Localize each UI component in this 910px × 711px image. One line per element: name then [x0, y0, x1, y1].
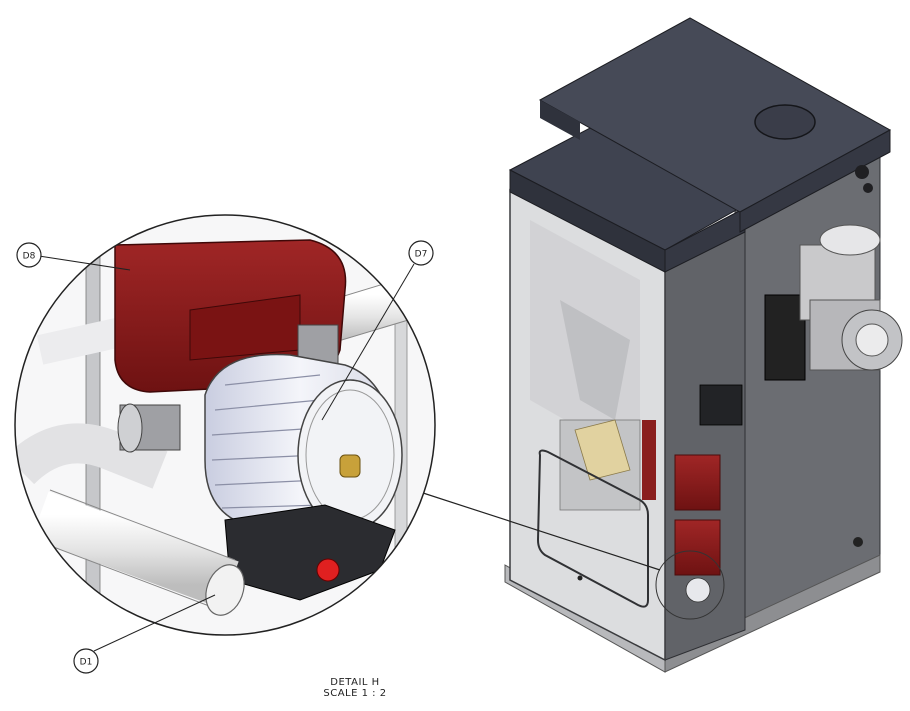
balloon-circle — [16, 242, 42, 268]
cabinet-base-side — [664, 554, 881, 673]
balloon-circle — [73, 648, 99, 674]
pump-fitting-left-end — [117, 403, 143, 453]
control-box — [699, 384, 743, 426]
fitting — [863, 183, 873, 193]
red-component-upper — [674, 454, 721, 511]
pump-brass-plug — [339, 454, 361, 478]
boiler-cabinet — [504, 17, 903, 673]
bolt — [853, 537, 863, 547]
callout-d7: D7 — [321, 240, 434, 421]
lower-pipe-outline — [34, 489, 236, 613]
lower-pipe — [31, 491, 239, 609]
flue-port — [754, 104, 816, 140]
cabinet-top-back-side — [739, 129, 891, 233]
burner-fan — [764, 224, 903, 381]
pump-ribs — [211, 374, 323, 509]
detail-caption-scale: SCALE 1 : 2 — [323, 688, 387, 699]
detail-view — [14, 214, 436, 636]
cabinet-top-front-right — [664, 207, 746, 273]
cabinet-top-back-front — [540, 100, 580, 140]
red-component-lower — [674, 519, 721, 576]
lower-pipe-end — [205, 564, 245, 616]
detail-circle-border — [14, 214, 436, 636]
small-pump — [685, 577, 711, 603]
detail-caption: DETAIL H SCALE 1 : 2 — [300, 678, 410, 700]
detail-source-circle — [655, 550, 725, 620]
callout-d1: D1 — [73, 594, 216, 674]
detail-leader-line — [419, 491, 661, 571]
detail-caption-title: DETAIL H — [330, 677, 380, 688]
inner-bracket — [574, 419, 631, 481]
ghost-pipe — [15, 423, 168, 489]
red-stripe — [642, 420, 656, 500]
inner-hopper-cone — [560, 300, 630, 420]
balloon-circle — [408, 240, 434, 266]
callout-label-d7: D7 — [415, 250, 428, 260]
callout-d8: D8 — [16, 242, 131, 271]
pump-red-button — [316, 558, 340, 582]
bolt — [577, 575, 583, 581]
callout-label-d8: D8 — [23, 252, 36, 262]
inspection-window — [536, 449, 649, 608]
fitting — [855, 165, 869, 179]
callout-label-d1: D1 — [80, 658, 93, 668]
